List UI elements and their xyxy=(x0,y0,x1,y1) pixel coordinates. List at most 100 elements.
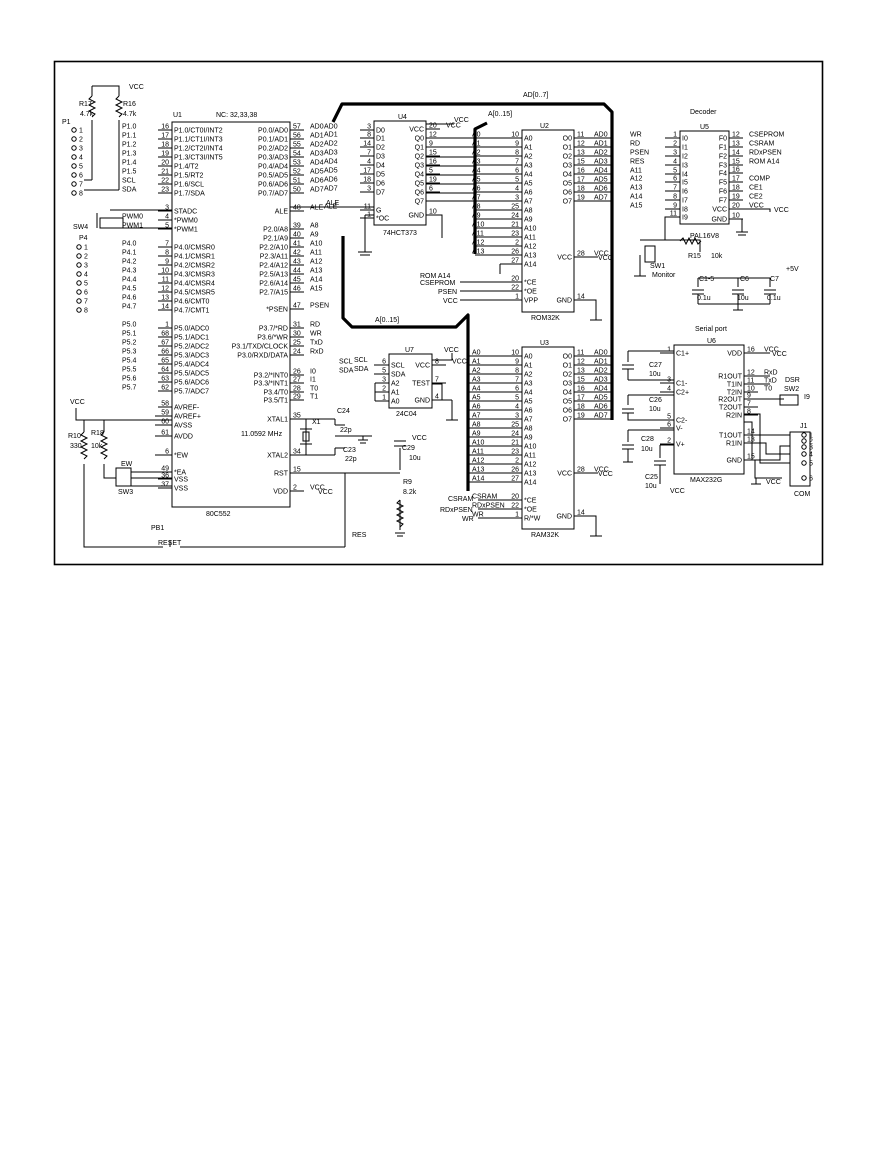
u3-pin-number: 12 xyxy=(577,359,585,366)
u4-pin-net: AD4 xyxy=(324,159,338,166)
u1-pin-number: 26 xyxy=(293,369,301,376)
c27-ref: C27 xyxy=(649,362,662,369)
u1-pin-function: P3.7/*RD xyxy=(259,326,288,333)
u2-pin-function: A12 xyxy=(524,244,537,251)
u1-pin-number: 47 xyxy=(293,303,301,310)
u5-pin-number: 5 xyxy=(673,168,677,175)
u1-pin-number: 6 xyxy=(165,449,169,456)
u1-pin-function: P5.5/ADC5 xyxy=(174,371,209,378)
u7-pin-function: GND xyxy=(414,398,430,405)
x1-ref: X1 xyxy=(312,419,321,426)
u2-pin-function: A0 xyxy=(524,136,533,143)
u3-pin-function: A0 xyxy=(524,354,533,361)
u1-pin-function: *PSEN xyxy=(266,307,288,314)
c24-value: 22p xyxy=(340,427,352,434)
u1-pin-number: 16 xyxy=(161,124,169,131)
u1-pin-function: AVSS xyxy=(174,423,192,430)
u1-pin-function: P2.6/A14 xyxy=(259,281,288,288)
u5-pin-function: F3 xyxy=(719,163,727,170)
u5-pin-function: I9 xyxy=(682,215,688,222)
u2-pin-net: A12 xyxy=(472,240,485,247)
a-bus-upper xyxy=(473,121,488,254)
u3-pin-function: O4 xyxy=(563,390,572,397)
c23-ref: C23 xyxy=(343,447,356,454)
u3-pin-number: 18 xyxy=(577,404,585,411)
j1-contact xyxy=(801,432,807,438)
u3-pin-number: 5 xyxy=(515,395,519,402)
p1-pin-number: 6 xyxy=(79,173,83,180)
u5-pin-number: 17 xyxy=(732,176,740,183)
u3-pin-net: AD1 xyxy=(594,359,608,366)
u4-pin-number: 17 xyxy=(363,168,371,175)
u3-pin-function: *OE xyxy=(524,507,537,514)
u1-pin-net: P4.6 xyxy=(122,295,137,302)
u4-pin-function: D7 xyxy=(376,190,385,197)
u3-pin-function: A8 xyxy=(524,426,533,433)
u2-pin-number: 23 xyxy=(511,231,519,238)
u2-pin-net: A3 xyxy=(472,159,481,166)
r9-value: 8.2k xyxy=(403,489,417,496)
u3-pin-number: 9 xyxy=(515,359,519,366)
r9-ref: R9 xyxy=(403,479,412,486)
u5-pin-function: F4 xyxy=(719,171,727,178)
u1-pin-function: P4.5/CMSR5 xyxy=(174,290,215,297)
u7-pin-number: 6 xyxy=(382,359,386,366)
u1-pin-net: P4.5 xyxy=(122,286,137,293)
u2-pin-function: A5 xyxy=(524,181,533,188)
u2-pin-net: A5 xyxy=(472,177,481,184)
u3-pin-net: A9 xyxy=(472,431,481,438)
u7-pin-function: A0 xyxy=(391,399,400,406)
u1-pin-function: P0.7/AD7 xyxy=(258,191,288,198)
u1-pin-number: 1 xyxy=(165,322,169,329)
u7-pin-net: SCL xyxy=(339,359,353,366)
u7-pin-number: 5 xyxy=(382,368,386,375)
u3-pin-number: 11 xyxy=(577,350,584,357)
u1-pin-number: 53 xyxy=(293,160,301,167)
u4-pin-net: AD6 xyxy=(324,177,338,184)
u5-pin-number: 2 xyxy=(673,141,677,148)
r10-ref: R10 xyxy=(68,433,81,440)
p4-pin-number: 1 xyxy=(84,245,88,252)
u5-pin-net: PSEN xyxy=(630,150,649,157)
u4-pin-net: AD3 xyxy=(324,150,338,157)
u6-pin-function: C2- xyxy=(676,418,688,425)
u5-pin-net: A12 xyxy=(630,176,643,183)
u4-pin-number: 8 xyxy=(367,132,371,139)
u3-pin-net: A12 xyxy=(472,458,485,465)
u1-pin-net: P5.6 xyxy=(122,376,137,383)
p4-contact xyxy=(76,289,82,295)
u5-pin-net: CE1 xyxy=(749,185,763,192)
u1-pin-function: AVDD xyxy=(174,434,193,441)
u1-pin-function: P1.3/CT3I/INT5 xyxy=(174,155,223,162)
u1-pin-number: 27 xyxy=(293,377,301,384)
u3-pin-net: AD2 xyxy=(594,368,608,375)
u4-pin-function: Q7 xyxy=(415,199,424,206)
a-bus-lower xyxy=(341,236,470,491)
u1-pin-number: 58 xyxy=(161,401,169,408)
u5-pin-net: A14 xyxy=(630,194,643,201)
u6-body xyxy=(673,344,745,475)
u5-pin-number: 1 xyxy=(673,132,677,139)
u3-pin-function: *CE xyxy=(524,498,537,505)
u2-pin-net: A6 xyxy=(472,186,481,193)
c15-value: 0.1u xyxy=(697,295,711,302)
u6-pin-function: VDD xyxy=(727,351,742,358)
u1-pin-net: P4.7 xyxy=(122,304,137,311)
u3-pin-function: O2 xyxy=(563,372,572,379)
u2-pin-number: 6 xyxy=(515,168,519,175)
u2-pin-net: A8 xyxy=(472,204,481,211)
p1-contact xyxy=(71,127,77,133)
u4-ref: U4 xyxy=(398,114,407,121)
u1-pin-net: A13 xyxy=(310,268,323,275)
u3-pin-number: 28 xyxy=(577,467,585,474)
u2-pin-number: 8 xyxy=(515,150,519,157)
p4-pin-number: 5 xyxy=(84,281,88,288)
u2-pin-function: A13 xyxy=(524,253,537,260)
u3-pin-net: AD6 xyxy=(594,404,608,411)
u1-pin-number: 60 xyxy=(161,419,169,426)
p1-contact xyxy=(71,163,77,169)
j1-contact xyxy=(801,444,807,450)
u2-pin-number: 5 xyxy=(515,177,519,184)
u2-pin-number: 13 xyxy=(577,150,585,157)
u1-pin-number: 50 xyxy=(293,187,301,194)
